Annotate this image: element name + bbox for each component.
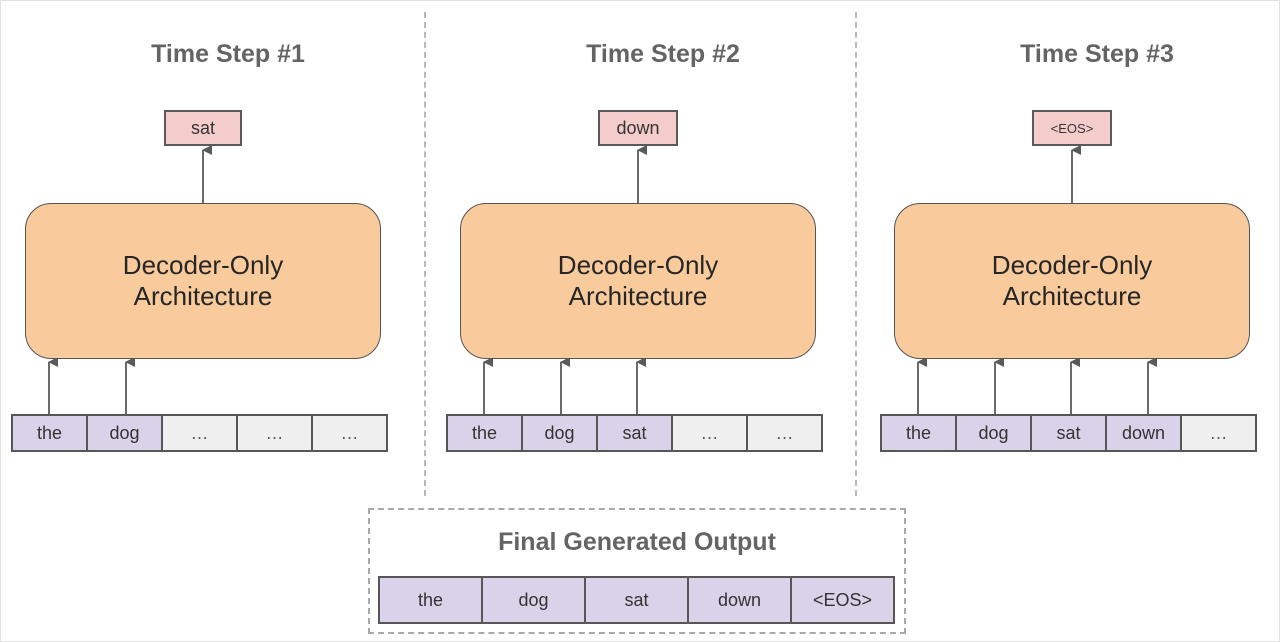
step-title: Time Step #3 (1020, 40, 1174, 68)
step-title: Time Step #1 (151, 40, 305, 68)
step-title: Time Step #2 (586, 40, 740, 68)
input-sequence: the dog sat down … (880, 414, 1257, 452)
time-step-3: Time Step #3 <EOS> Decoder-Only Architec… (880, 0, 1280, 470)
decoder-label-line1: Decoder-Only (991, 250, 1153, 280)
input-token: the (880, 414, 957, 452)
input-token: dog (86, 414, 163, 452)
placeholder-token: … (1180, 414, 1257, 452)
input-token: the (446, 414, 523, 452)
time-step-1: Time Step #1 sat Decoder-Only Architectu… (11, 0, 445, 470)
final-token: <EOS> (790, 576, 895, 624)
final-token: sat (584, 576, 689, 624)
divider-2 (855, 12, 857, 496)
final-output-box: Final Generated Output the dog sat down … (368, 508, 906, 634)
decoder-label-line1: Decoder-Only (122, 250, 284, 280)
decoder-label-line2: Architecture (133, 281, 273, 311)
decoder-label-line2: Architecture (568, 281, 708, 311)
placeholder-token: … (671, 414, 748, 452)
output-token: <EOS> (1032, 110, 1112, 146)
output-token: down (598, 110, 678, 146)
placeholder-token: … (161, 414, 238, 452)
input-token: dog (521, 414, 598, 452)
final-token: down (687, 576, 792, 624)
final-output-sequence: the dog sat down <EOS> (378, 576, 895, 624)
decoder-block: Decoder-Only Architecture (460, 203, 816, 359)
step-arrows (483, 145, 647, 414)
placeholder-token: … (746, 414, 823, 452)
input-token: dog (955, 414, 1032, 452)
divider-1 (424, 12, 426, 496)
input-token: the (11, 414, 88, 452)
decoder-label-line2: Architecture (1002, 281, 1142, 311)
decoder-label-line1: Decoder-Only (557, 250, 719, 280)
placeholder-token: … (311, 414, 388, 452)
input-token: down (1105, 414, 1182, 452)
step-arrows (917, 145, 1157, 414)
input-sequence: the dog sat … … (446, 414, 823, 452)
decoder-block: Decoder-Only Architecture (894, 203, 1250, 359)
final-token: dog (481, 576, 586, 624)
final-output-title: Final Generated Output (498, 528, 776, 556)
time-step-2: Time Step #2 down Decoder-Only Architect… (446, 0, 880, 470)
final-token: the (378, 576, 483, 624)
decoder-block: Decoder-Only Architecture (25, 203, 381, 359)
step-arrows (48, 145, 212, 414)
input-sequence: the dog … … … (11, 414, 388, 452)
input-token: sat (596, 414, 673, 452)
input-token: sat (1030, 414, 1107, 452)
placeholder-token: … (236, 414, 313, 452)
